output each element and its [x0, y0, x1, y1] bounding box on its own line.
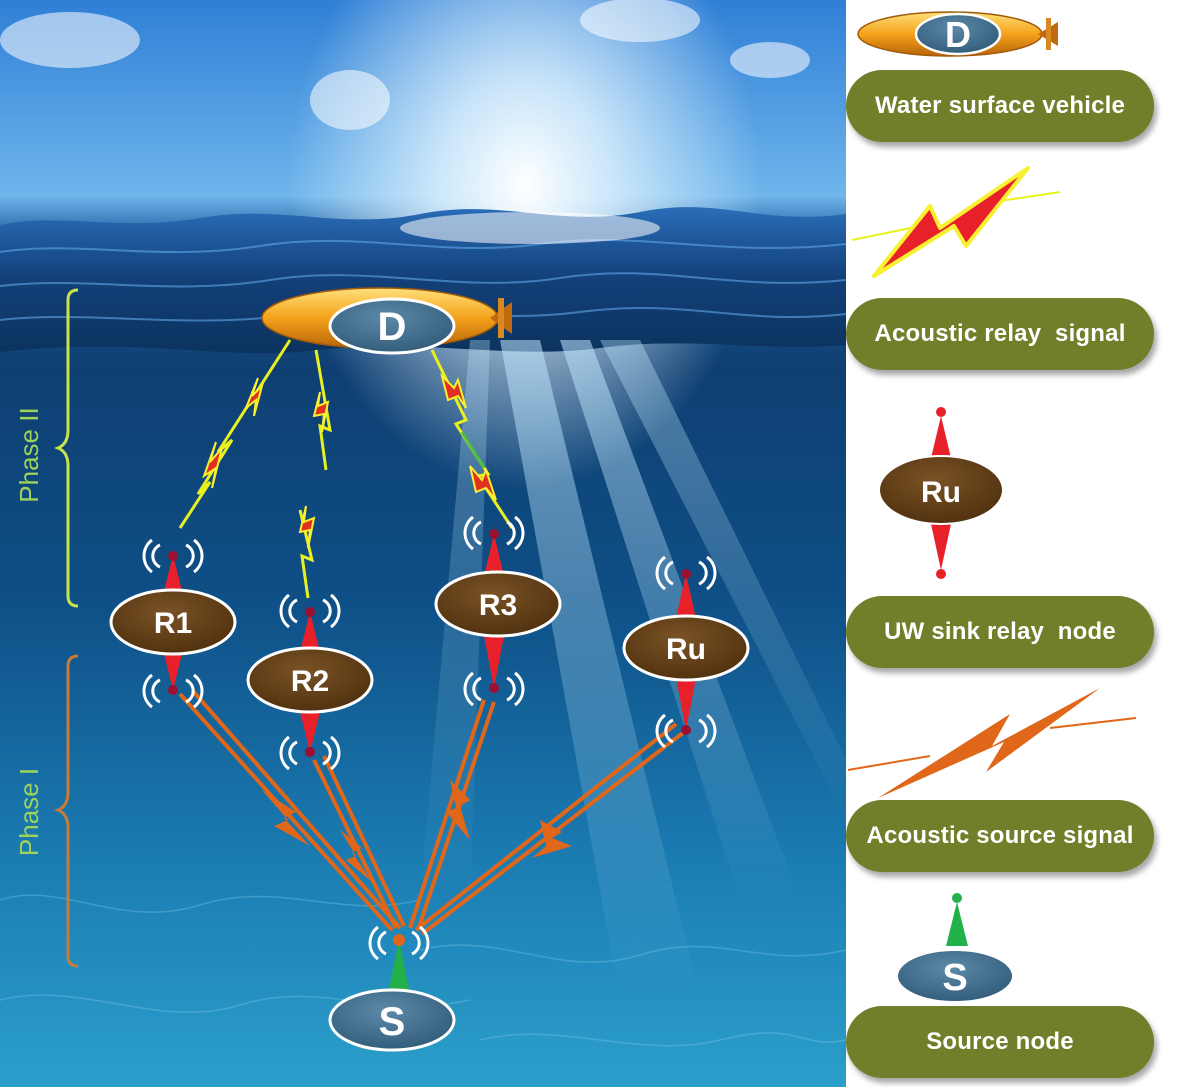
- water-surface-vehicle-d: D: [261, 287, 512, 355]
- legend-source-icon-label: S: [942, 957, 967, 999]
- orange-lightning-icon: [847, 688, 1137, 798]
- legend-item-label: Acoustic relay signal: [874, 320, 1126, 347]
- relay-node-ru: Ru: [622, 555, 750, 749]
- auv-vehicle-icon: D: [857, 11, 1058, 57]
- antenna-waves-icon: [368, 925, 430, 961]
- phase-two-label: Phase II: [14, 407, 44, 502]
- source-signal-s-to-r1: [178, 688, 402, 932]
- legend-item-label: Source node: [926, 1028, 1074, 1055]
- relay-signal-r3-to-d: [430, 349, 514, 529]
- relay-node-r2: R2: [246, 593, 374, 771]
- relay-node-r3: R3: [434, 515, 562, 707]
- source-signal-links: [178, 688, 686, 936]
- legend-item-label: UW sink relay node: [884, 618, 1116, 645]
- source-node-s: S: [328, 925, 456, 1052]
- relay-node-r1: R1: [109, 538, 237, 709]
- source-label: S: [379, 1000, 406, 1044]
- antenna-waves-icon: [142, 538, 204, 709]
- yellow-red-lightning-icon: [851, 166, 1061, 278]
- legend-item-label: Acoustic source signal: [866, 822, 1134, 849]
- surface-sun-reflection: [400, 212, 660, 244]
- source-signal-s-to-r2: [312, 755, 406, 929]
- antenna-waves-icon: [655, 555, 717, 749]
- relay-node-label: R3: [479, 589, 517, 622]
- phase-one-bracket: [53, 654, 79, 968]
- source-signal-s-to-ru: [414, 722, 686, 936]
- legend-vehicle-icon-label: D: [945, 14, 971, 55]
- legend-item-acoustic-relay-signal: Acoustic relay signal: [846, 298, 1154, 370]
- legend-item-acoustic-source-signal: Acoustic source signal: [846, 800, 1154, 872]
- legend-item-uw-sink-relay-node: UW sink relay node: [846, 596, 1154, 668]
- relay-signal-r1-to-d: [178, 339, 292, 529]
- legend-item-water-surface-vehicle: Water surface vehicle: [846, 70, 1154, 142]
- legend-item-source-node: Source node: [846, 1006, 1154, 1078]
- destination-label: D: [378, 305, 407, 349]
- relay-node-label: R2: [291, 665, 329, 698]
- phase-two-bracket: [53, 288, 79, 608]
- legend-item-label: Water surface vehicle: [874, 92, 1126, 119]
- phase-one-label: Phase I: [14, 768, 44, 856]
- clouds: [0, 0, 810, 130]
- relay-node-icon: Ru: [878, 407, 1004, 579]
- source-node-icon: S: [896, 893, 1014, 1003]
- relay-signal-links: [178, 339, 514, 599]
- legend-relay-icon-label: Ru: [921, 476, 961, 509]
- antenna-waves-icon: [279, 593, 341, 771]
- source-signal-s-to-r3: [408, 699, 496, 931]
- relay-node-label: Ru: [666, 633, 706, 666]
- light-beams: [420, 340, 846, 1000]
- antenna-waves-icon: [463, 515, 525, 707]
- relay-node-label: R1: [154, 607, 192, 640]
- relay-signal-r2-to-d: [298, 349, 332, 599]
